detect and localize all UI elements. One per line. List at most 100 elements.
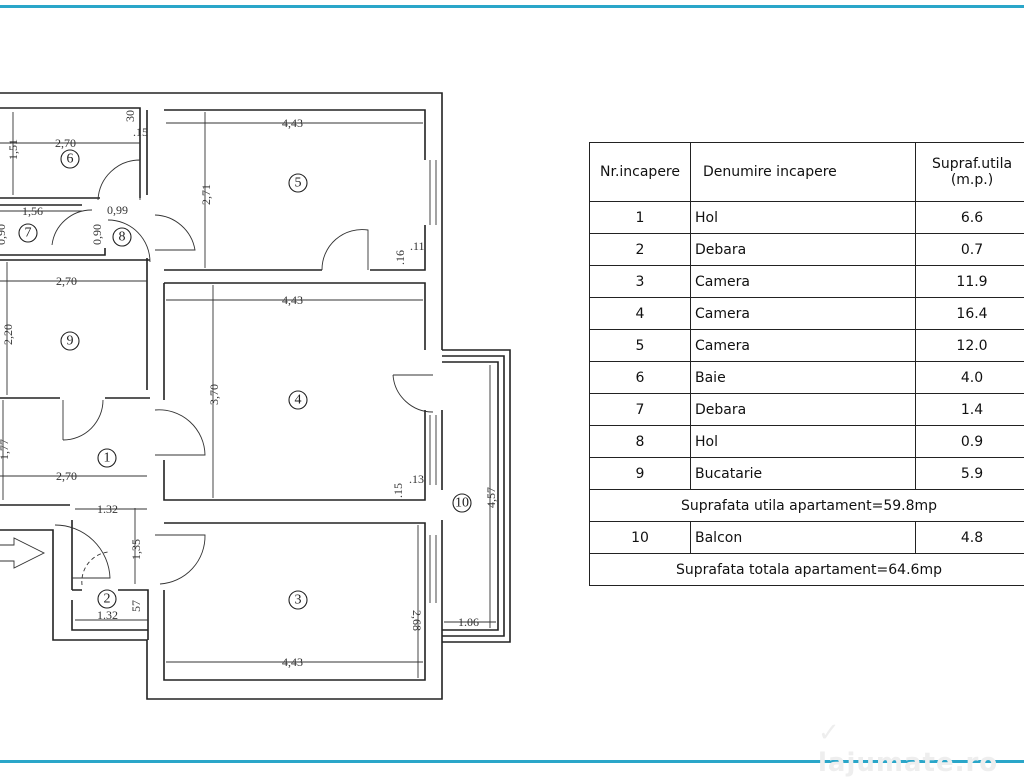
- room-number-6: 6: [61, 150, 79, 168]
- dim-text: 1.32: [97, 502, 118, 516]
- dim-text: 0,90: [0, 224, 8, 245]
- door-room4: [155, 410, 205, 455]
- door-hall-room5: [322, 230, 368, 270]
- cell-nr: 2: [590, 234, 691, 266]
- door-entry: [55, 525, 110, 578]
- dim-text: 0,99: [107, 203, 128, 217]
- room-number-10: 10: [453, 494, 471, 512]
- total-row: Suprafata totala apartament=64.6mp: [590, 554, 1024, 586]
- room-number-2: 2: [98, 590, 116, 608]
- total-text: Suprafata totala apartament=64.6mp: [590, 554, 1024, 586]
- dim-text: 30: [123, 110, 137, 122]
- dim-text: 4,43: [282, 655, 303, 669]
- cell-nr: 9: [590, 458, 691, 490]
- dim-text: .15: [133, 125, 148, 139]
- cell-name: Balcon: [691, 522, 916, 554]
- door-room9: [63, 400, 103, 440]
- cell-nr: 5: [590, 330, 691, 362]
- door-room3: [155, 535, 205, 584]
- room-number-7: 7: [19, 224, 37, 242]
- cell-name: Camera: [691, 330, 916, 362]
- room-number-3: 3: [289, 591, 307, 609]
- table-header-row: Nr.incapere Denumire incapere Supraf.uti…: [590, 143, 1024, 202]
- dim-text: 4,43: [282, 116, 303, 130]
- header-name: Denumire incapere: [691, 143, 916, 202]
- cell-name: Debara: [691, 234, 916, 266]
- dim-text: 4,57: [484, 487, 498, 508]
- dim-text: 2,20: [1, 324, 15, 345]
- dim-text: 1,56: [22, 204, 43, 218]
- outer-wall: [0, 93, 442, 699]
- cell-name: Hol: [691, 202, 916, 234]
- cell-area: 5.9: [916, 458, 1024, 490]
- cell-area: 1.4: [916, 394, 1024, 426]
- dim-text: 1,77: [0, 439, 11, 460]
- svg-text:1: 1: [104, 451, 111, 466]
- cell-nr: 7: [590, 394, 691, 426]
- subtotal-row: Suprafata utila apartament=59.8mp: [590, 490, 1024, 522]
- room-number-5: 5: [289, 174, 307, 192]
- entry-arrow-icon: [0, 538, 44, 568]
- svg-text:8: 8: [119, 230, 126, 245]
- subtotal-text: Suprafata utila apartament=59.8mp: [590, 490, 1024, 522]
- dim-text: .13: [409, 472, 424, 486]
- room-area-table: Nr.incapere Denumire incapere Supraf.uti…: [589, 142, 1024, 586]
- cell-area: 0.7: [916, 234, 1024, 266]
- svg-text:7: 7: [25, 226, 32, 241]
- svg-text:3: 3: [295, 593, 302, 608]
- cell-name: Hol: [691, 426, 916, 458]
- room-number-1: 1: [98, 449, 116, 467]
- cell-nr: 8: [590, 426, 691, 458]
- room-number-8: 8: [113, 228, 131, 246]
- cell-nr: 6: [590, 362, 691, 394]
- cell-nr: 10: [590, 522, 691, 554]
- svg-text:9: 9: [67, 334, 74, 349]
- cell-name: Baie: [691, 362, 916, 394]
- cell-area: 11.9: [916, 266, 1024, 298]
- cell-name: Camera: [691, 298, 916, 330]
- dim-text: 57: [129, 600, 143, 612]
- cell-nr: 4: [590, 298, 691, 330]
- dim-text: 0,90: [90, 224, 104, 245]
- svg-text:5: 5: [295, 176, 302, 191]
- svg-text:6: 6: [67, 152, 74, 167]
- door-room6: [98, 160, 140, 200]
- dim-text: 4,43: [282, 293, 303, 307]
- cell-name: Debara: [691, 394, 916, 426]
- watermark-logo: ✓ lajumate.ro: [818, 718, 1024, 778]
- dim-text: 2,70: [55, 136, 76, 150]
- door-room2: [82, 552, 108, 585]
- cell-area: 6.6: [916, 202, 1024, 234]
- window-room4: [430, 415, 436, 485]
- dim-text: 2,71: [199, 184, 213, 205]
- cell-area: 4.8: [916, 522, 1024, 554]
- door-room5: [155, 215, 195, 250]
- dim-text: 3,70: [207, 384, 221, 405]
- dim-text: 1.06: [458, 615, 479, 629]
- dim-text: 2,70: [56, 469, 77, 483]
- door-balcony: [393, 375, 433, 412]
- dim-text: 2,70: [56, 274, 77, 288]
- window-room5: [430, 160, 436, 225]
- dimension-lines: [0, 112, 496, 678]
- dim-text: .15: [391, 483, 405, 498]
- cell-area: 4.0: [916, 362, 1024, 394]
- dim-text: .16: [393, 250, 407, 265]
- left-walls: [0, 108, 150, 640]
- door-room7: [52, 210, 92, 245]
- dim-text: 1.32: [97, 608, 118, 622]
- svg-text:4: 4: [295, 393, 302, 408]
- header-area: Supraf.utila (m.p.): [916, 143, 1024, 202]
- floor-plan: 2,70 1,51 30 .15 1,56 0,90 0,99 0,90 2,7…: [0, 0, 560, 768]
- cell-nr: 1: [590, 202, 691, 234]
- cell-name: Bucatarie: [691, 458, 916, 490]
